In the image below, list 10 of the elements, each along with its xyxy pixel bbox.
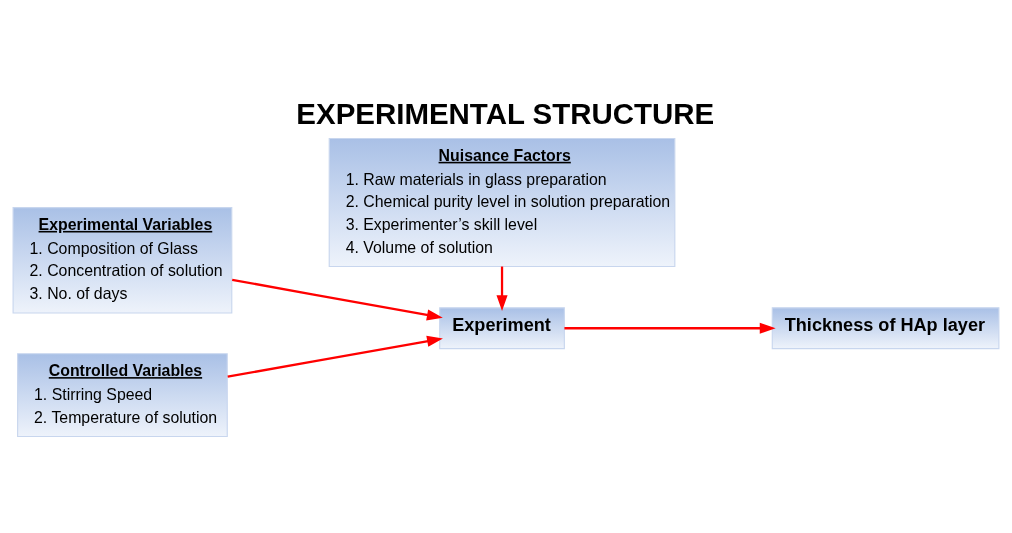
node-box: Thickness of HAp layer [771, 307, 1000, 350]
node-box: Controlled Variables 1. Stirring Speed 2. Temperature of solution [17, 353, 228, 438]
arrow [496, 266, 508, 312]
diagram-title: EXPERIMENTAL STRUCTURE [296, 96, 715, 130]
arrow [232, 278, 443, 321]
node-box: Nuisance Factors 1. Raw materials in glass preparation 2. Chemical purity level in solution preparation 3. Experimenter’s skill level 4. Volume of solution [328, 137, 676, 268]
node-box: Experimental Variables 1. Composition of Glass 2. Concentration of solution 3. No. of days [12, 207, 233, 314]
arrow [227, 335, 443, 378]
arrow [564, 322, 776, 334]
node-box: Experiment [439, 307, 565, 350]
